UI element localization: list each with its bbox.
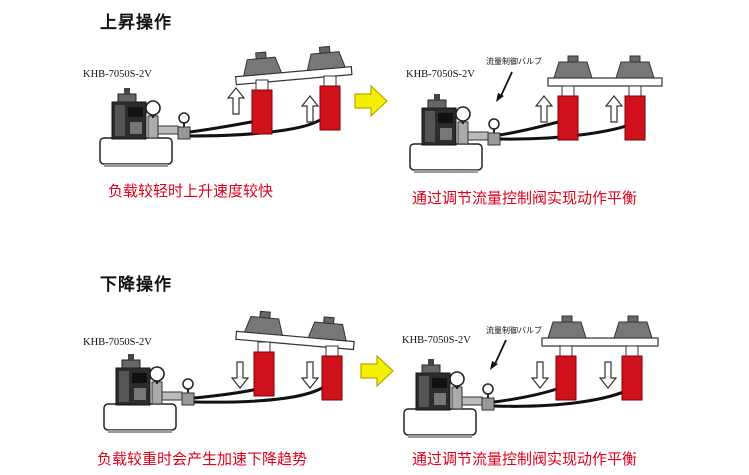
hollow-up-arrow-icon [301, 95, 319, 123]
load-weight [547, 315, 587, 339]
caption-descend-right: 通过调节流量控制阀实现动作平衡 [412, 450, 638, 468]
yellow-right-arrow-icon [360, 355, 394, 387]
cylinder [624, 85, 646, 141]
hollow-down-arrow-icon [531, 361, 549, 389]
caption-ascend-left: 负载较轻时上升速度较快 [108, 182, 274, 200]
load-weight [553, 55, 593, 79]
cylinder [555, 345, 577, 401]
panel-descend-left: KHB-7050S-2V [83, 309, 355, 434]
model-label: KHB-7050S-2V [83, 337, 152, 348]
hollow-down-arrow-icon [231, 361, 249, 389]
model-label: KHB-7050S-2V [406, 69, 475, 80]
hollow-up-arrow-icon [227, 87, 245, 115]
hollow-up-arrow-icon [605, 95, 623, 123]
cylinder [253, 341, 275, 397]
hydraulic-pump-unit [409, 93, 501, 174]
load-weight [307, 315, 349, 342]
cylinder [319, 75, 341, 131]
hydraulic-pump-unit [403, 358, 495, 439]
caption-ascend-right: 通过调节流量控制阀实现动作平衡 [412, 189, 638, 207]
load-weight [615, 55, 655, 79]
load-beam [541, 337, 659, 347]
hydraulic-pump-unit [99, 87, 191, 168]
cylinder [321, 345, 343, 401]
caption-descend-left: 负载较重时会产生加速下降趋势 [97, 450, 308, 468]
cylinder [557, 85, 579, 141]
hollow-up-arrow-icon [535, 95, 553, 123]
cylinder [251, 79, 273, 135]
section-heading-descend: 下降操作 [100, 275, 172, 295]
section-heading-ascend: 上昇操作 [100, 13, 172, 33]
load-weight [244, 309, 285, 336]
hydraulic-pump-unit [103, 353, 195, 434]
load-weight [304, 44, 346, 71]
black-pointer-arrow-icon [499, 71, 513, 99]
load-beam [235, 330, 355, 351]
panel-ascend-right: KHB-7050S-2V 流量制御バルブ [406, 55, 663, 174]
load-beam [547, 77, 663, 87]
valve-label: 流量制御バルブ [486, 56, 542, 66]
hollow-down-arrow-icon [301, 361, 319, 389]
panel-descend-right: KHB-7050S-2V 流量制御バルブ [402, 315, 659, 439]
model-label: KHB-7050S-2V [402, 335, 471, 346]
yellow-right-arrow-icon [354, 85, 388, 117]
valve-label: 流量制御バルブ [486, 325, 542, 335]
model-label: KHB-7050S-2V [83, 69, 152, 80]
cylinder [621, 345, 643, 401]
load-weight [241, 50, 283, 77]
panel-ascend-left: KHB-7050S-2V [83, 44, 353, 168]
hollow-down-arrow-icon [599, 361, 617, 389]
load-weight [613, 315, 653, 339]
black-pointer-arrow-icon [493, 339, 507, 367]
